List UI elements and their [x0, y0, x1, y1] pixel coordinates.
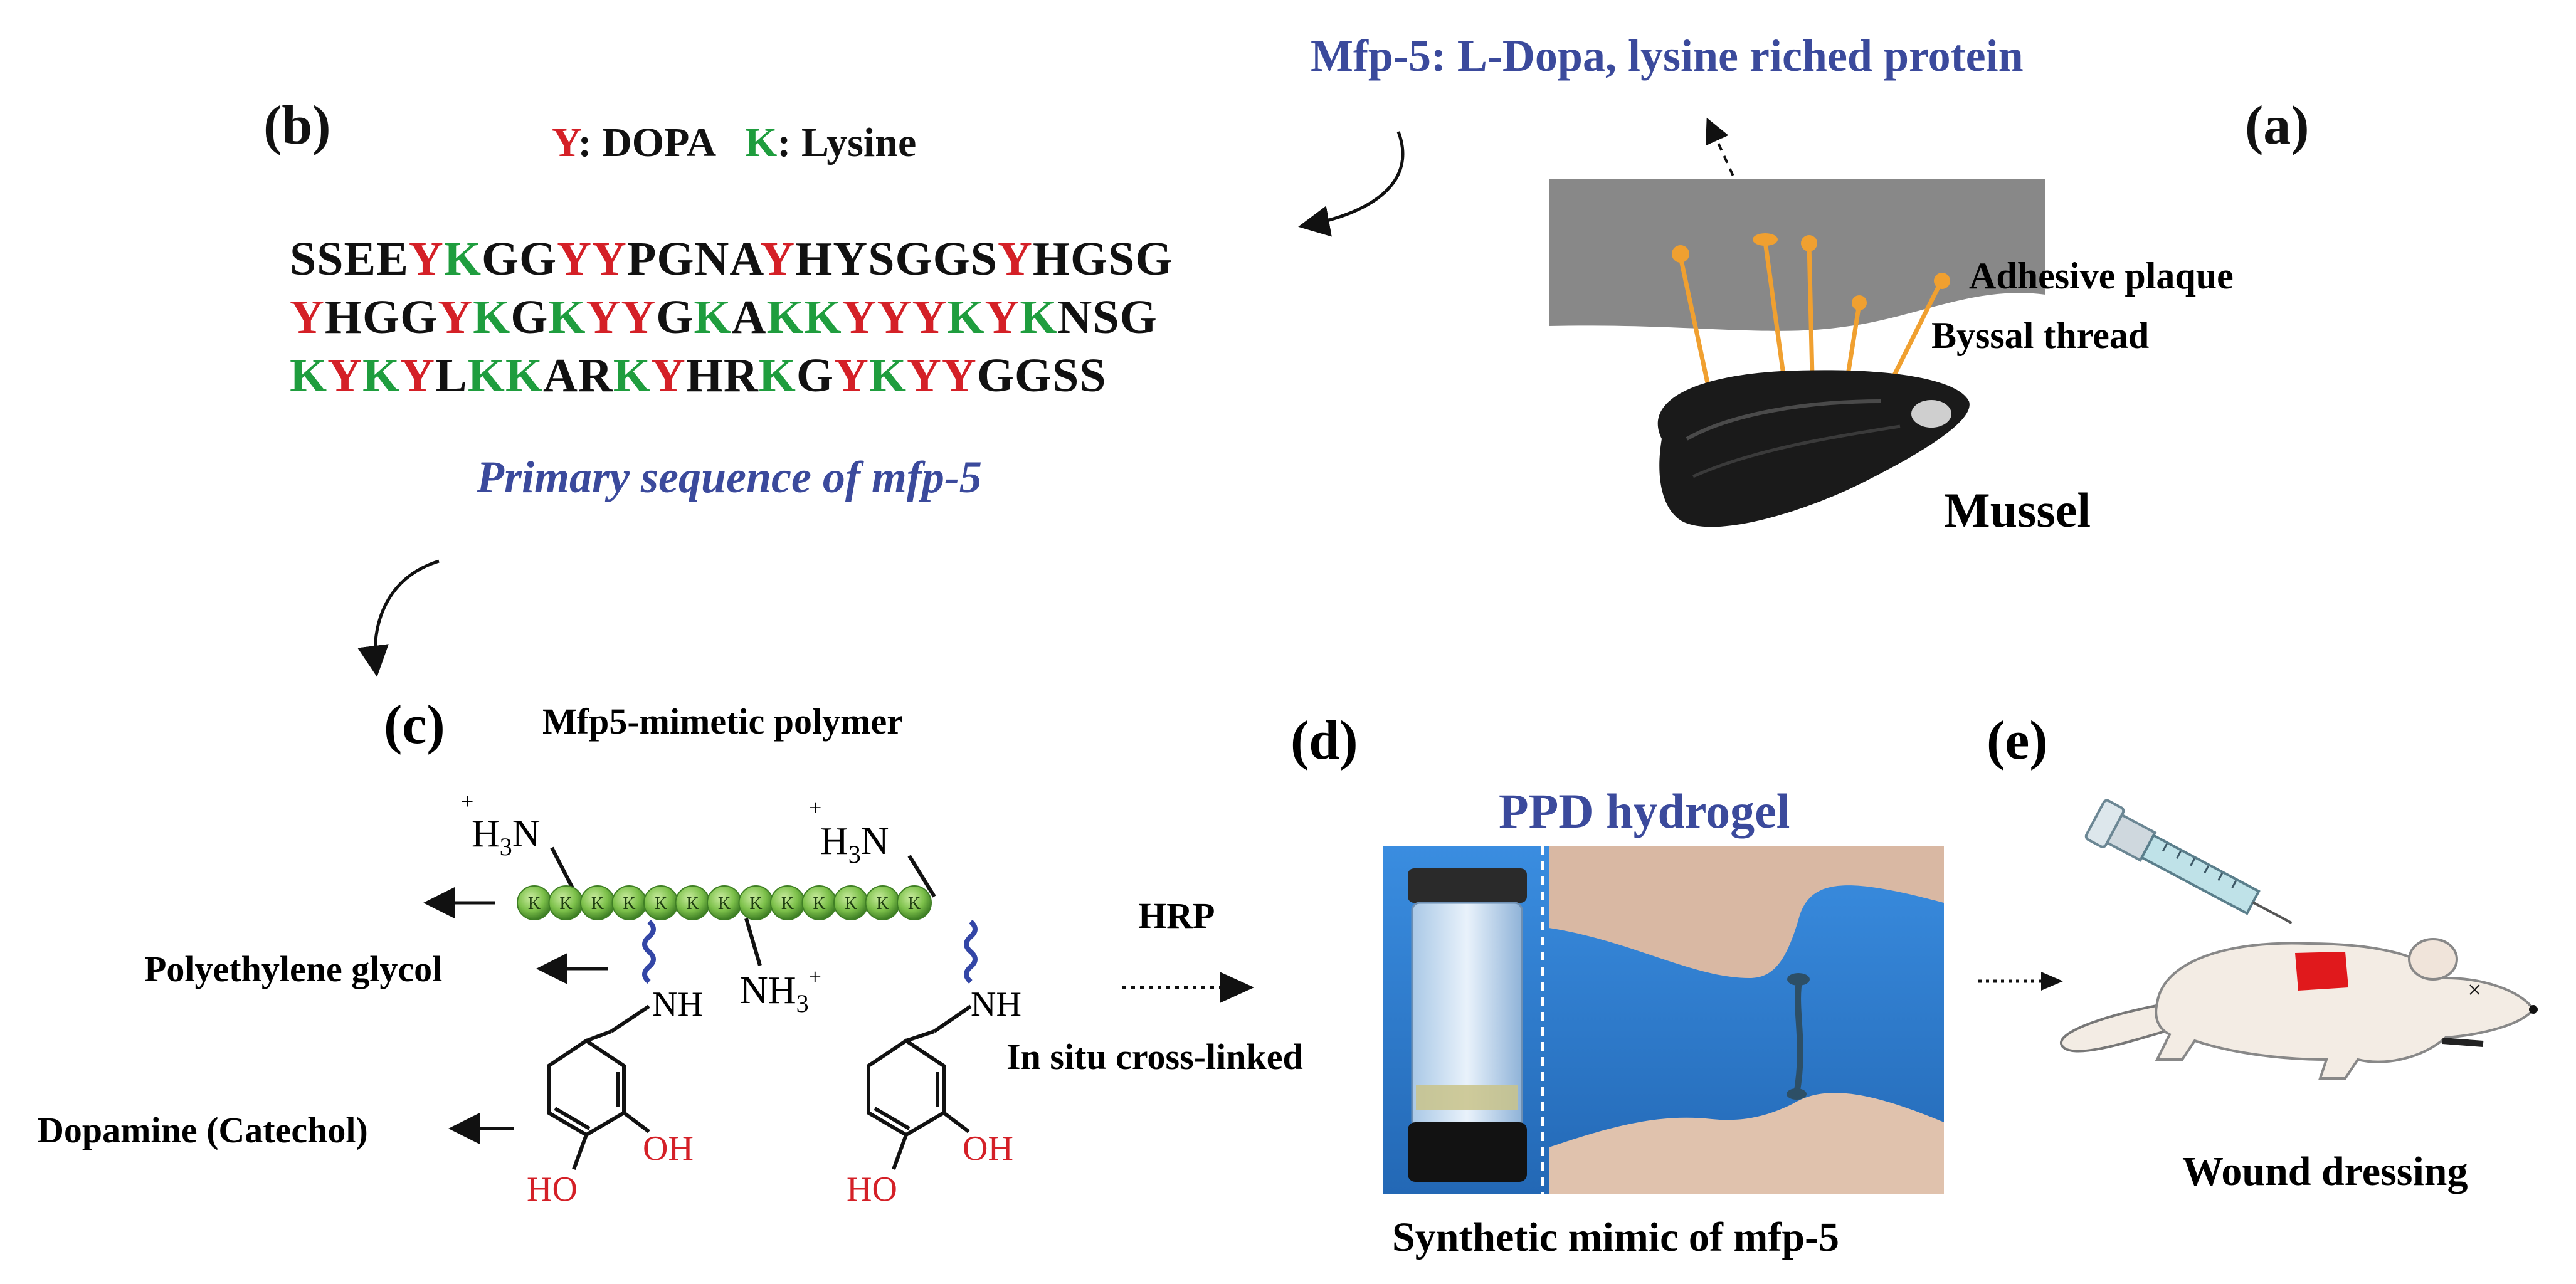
protein-sequence: SSEEYKGGYYPGNAYHYSGGSYHGSG YHGGYKGKYYGKAK… [290, 232, 1173, 407]
lysine-bead-label: K [559, 894, 572, 913]
svg-text:+: + [809, 795, 821, 820]
oh-right: OH [963, 1129, 1013, 1168]
legend-lysine-letter: K [745, 120, 778, 166]
catechol-ring-left [547, 1004, 650, 1171]
panel-label-c: (c) [384, 695, 445, 755]
top-title: Mfp-5: L-Dopa, lysine riched protein [1311, 31, 2024, 81]
byssal-thread-label: Byssal thread [1931, 315, 2149, 356]
lysine-bead-label: K [718, 894, 731, 913]
ho-left: HO [527, 1170, 578, 1209]
application-caption: Wound dressing [2182, 1149, 2468, 1194]
sequence-legend: Y: DOPA K: Lysine [552, 119, 916, 167]
amine-right: + H3N [809, 795, 889, 868]
lysine-bead-label: K [749, 894, 762, 913]
ho-right: HO [847, 1170, 897, 1209]
lysine-bead-label: K [845, 894, 857, 913]
mussel-highlight [1911, 400, 1951, 428]
finger-top [1549, 846, 1944, 978]
legend-dopa-letter: Y [552, 120, 578, 166]
panel-label-a: (a) [2245, 95, 2309, 156]
adhesive-plaques [1672, 233, 1950, 310]
mussel-shell [1657, 370, 1970, 527]
lysine-bead-label: K [528, 894, 541, 913]
mussel-label: Mussel [1944, 483, 2091, 537]
finger-bottom [1549, 1093, 1944, 1194]
lysine-bead-label: K [686, 894, 699, 913]
lysine-bead-label: K [813, 894, 825, 913]
peg-label: Polyethylene glycol [144, 949, 442, 989]
vial-gel [1416, 1085, 1518, 1110]
lysine-bead-label: K [655, 894, 667, 913]
hydrogel-title: PPD hydrogel [1499, 784, 1790, 838]
amine-left: + H3N [461, 789, 541, 861]
peg-link-left [642, 919, 656, 984]
process-label: In situ cross-linked [1006, 1036, 1303, 1077]
lysine-bead [897, 885, 932, 920]
byssal-threads [1678, 241, 1943, 390]
panel-label-d: (d) [1291, 710, 1358, 771]
nh-right: NH [971, 985, 1021, 1024]
lysine-bead-label: K [876, 894, 889, 913]
hrp-label: HRP [1138, 895, 1215, 936]
wound-patch [2295, 952, 2348, 991]
vial-cap [1408, 868, 1527, 903]
arrow-sequence-to-polymer [357, 559, 440, 677]
panel-label-e: (e) [1987, 710, 2048, 771]
catechol-ring-right [867, 1004, 972, 1171]
peg-link-right [964, 919, 978, 984]
rock-substrate [1549, 179, 2045, 331]
hydrogel-caption: Synthetic mimic of mfp-5 [1392, 1214, 1839, 1260]
svg-text:+: + [461, 789, 473, 814]
sequence-caption: Primary sequence of mfp-5 [477, 452, 982, 502]
rat-illustration: × [2060, 799, 2538, 1080]
sequence-line-1: SSEEYKGGYYPGNAYHYSGGSYHGSG [290, 233, 1173, 285]
svg-text:×: × [2468, 976, 2482, 1004]
hydrogel-photo [1383, 846, 1944, 1194]
gel-strand [1793, 977, 1803, 1095]
reaction-arrow-head [1220, 972, 1254, 1003]
panel-label-b: (b) [263, 95, 331, 156]
mussel-illustration [1549, 117, 2045, 527]
svg-text:H3N: H3N [820, 820, 889, 868]
syringe-icon [2084, 799, 2293, 924]
arrow-title-to-sequence [1298, 131, 1405, 237]
lysine-bead-label: K [908, 894, 921, 913]
lysine-bead-label: K [591, 894, 604, 913]
polymer-title: Mfp5-mimetic polymer [542, 701, 903, 742]
legend-dopa-text: : DOPA [578, 120, 714, 166]
nh-left: NH [652, 985, 703, 1024]
adhesive-plaque-label: Adhesive plaque [1969, 255, 2234, 297]
dopamine-label: Dopamine (Catechol) [38, 1110, 368, 1150]
amine-middle: NH3+ [740, 964, 821, 1018]
lysine-bead-label: K [623, 894, 635, 913]
sequence-line-3: KYKYLKKARKYHRKGYKYYGGSS [290, 349, 1107, 402]
vial-base [1408, 1122, 1527, 1182]
svg-text:H3N: H3N [472, 813, 541, 861]
sequence-line-2: YHGGYKGKYYGKAKKYYYKYKNSG [290, 291, 1158, 344]
legend-lysine-text: : Lysine [777, 120, 917, 166]
lysine-bead-label: K [781, 894, 794, 913]
oh-left: OH [643, 1129, 694, 1168]
